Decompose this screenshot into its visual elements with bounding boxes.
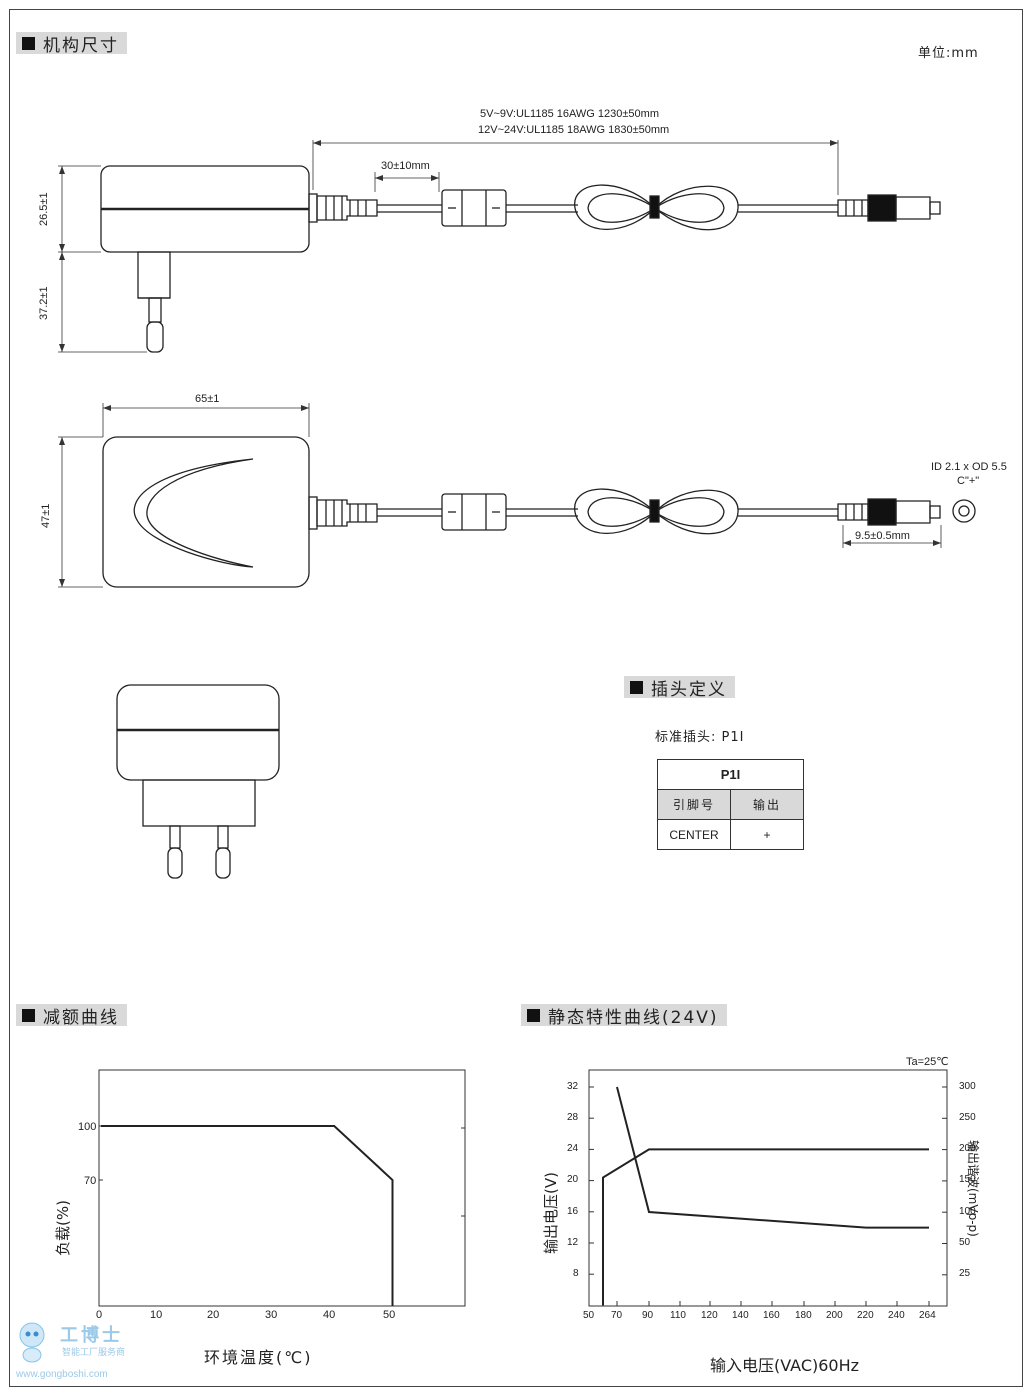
width-dim: 65±1	[195, 393, 220, 405]
static-rtick: 50	[959, 1237, 971, 1248]
static-xtick: 70	[611, 1310, 623, 1321]
static-xtick: 180	[795, 1310, 812, 1321]
static-rtick: 100	[959, 1206, 976, 1217]
derate-xlabel: 环境温度(℃)	[204, 1348, 313, 1367]
condition-label: Ta=25℃	[906, 1056, 949, 1068]
static-xtick: 50	[583, 1310, 595, 1321]
static-xtick: 90	[642, 1310, 654, 1321]
static-xtick: 110	[670, 1310, 686, 1321]
output-col-header: 输出	[730, 789, 804, 820]
derating-series-line	[101, 1125, 394, 1306]
plug-length-dim: 9.5±0.5mm	[855, 530, 910, 542]
static-rtick: 200	[959, 1143, 976, 1154]
cable-spec-12v: 12V~24V:UL1185 18AWG 1830±50mm	[478, 124, 670, 136]
section-title: 插头定义	[651, 679, 727, 700]
static-ylabel-left: 输出电压(V)	[542, 1172, 560, 1254]
derate-ytick-100: 100	[78, 1121, 97, 1133]
static-xtick: 240	[888, 1310, 905, 1321]
static-xtick: 200	[826, 1310, 843, 1321]
static-ltick: 12	[567, 1237, 579, 1248]
bullet-square-icon	[630, 680, 643, 694]
derate-ylabel: 负载(%)	[54, 1200, 72, 1256]
polarity-label: C"+"	[957, 475, 980, 487]
dc-plug-spec: ID 2.1 x OD 5.5	[931, 461, 1007, 473]
static-xtick: 220	[857, 1310, 874, 1321]
static-plot-frame	[588, 1069, 948, 1307]
ripple-line	[616, 1086, 929, 1229]
watermark-slogan: 智能工厂服务商	[62, 1348, 126, 1358]
unit-label: 单位:mm	[918, 46, 979, 61]
static-rtick: 300	[959, 1081, 976, 1092]
section-title: 机构尺寸	[43, 35, 119, 56]
static-rtick: 250	[959, 1112, 976, 1123]
ferrite-position-dim: 30±10mm	[381, 160, 430, 172]
static-xlabel: 输入电压(VAC)60Hz	[710, 1356, 860, 1375]
static-xtick: 140	[732, 1310, 749, 1321]
derate-xtick: 30	[265, 1309, 278, 1321]
derate-xtick: 50	[383, 1309, 396, 1321]
bullet-square-icon	[22, 1008, 35, 1022]
section-title: 静态特性曲线(24V)	[548, 1007, 719, 1028]
derate-ytick-70: 70	[84, 1175, 97, 1187]
derate-xtick: 40	[323, 1309, 336, 1321]
static-rtick: 150	[959, 1174, 976, 1185]
section-title: 减额曲线	[43, 1007, 119, 1028]
section-static: 静态特性曲线(24V)	[521, 1004, 727, 1028]
bullet-square-icon	[22, 36, 35, 50]
watermark-url: www.gongboshi.com	[16, 1369, 108, 1380]
derate-xtick: 0	[96, 1309, 103, 1321]
derating-plot-frame	[98, 1069, 466, 1307]
derate-xtick: 20	[207, 1309, 220, 1321]
section-mechanical: 机构尺寸	[16, 32, 127, 56]
static-ltick: 8	[573, 1268, 579, 1279]
section-derating: 减额曲线	[16, 1004, 127, 1028]
static-ltick: 16	[567, 1206, 579, 1217]
static-ltick: 24	[567, 1143, 579, 1154]
watermark-brand: 工博士	[60, 1325, 123, 1346]
derate-xtick: 10	[150, 1309, 163, 1321]
static-ltick: 20	[567, 1174, 579, 1185]
static-ltick: 32	[567, 1081, 579, 1092]
pin-table: P1I 引脚号 输出 CENTER +	[657, 759, 804, 850]
section-plug-def: 插头定义	[624, 676, 735, 700]
static-rtick: 25	[959, 1268, 971, 1279]
static-ltick: 28	[567, 1112, 579, 1123]
output-voltage-line	[602, 1148, 929, 1306]
static-xtick: 160	[763, 1310, 780, 1321]
static-ylabel-right: 输出谐波(mVp-p)	[966, 1140, 980, 1237]
standard-plug-label: 标准插头: P1I	[655, 730, 745, 745]
output-cell: +	[730, 819, 804, 850]
static-xtick: 120	[701, 1310, 718, 1321]
cable-spec-5v: 5V~9V:UL1185 16AWG 1230±50mm	[480, 108, 659, 120]
static-xtick: 264	[919, 1310, 936, 1321]
watermark: 工博士 智能工厂服务商 www.gongboshi.com	[12, 1313, 147, 1383]
bullet-square-icon	[527, 1008, 540, 1022]
page-frame	[9, 9, 1023, 1387]
robot-mascot-icon	[19, 1322, 45, 1363]
pin-cell: CENTER	[657, 819, 731, 850]
